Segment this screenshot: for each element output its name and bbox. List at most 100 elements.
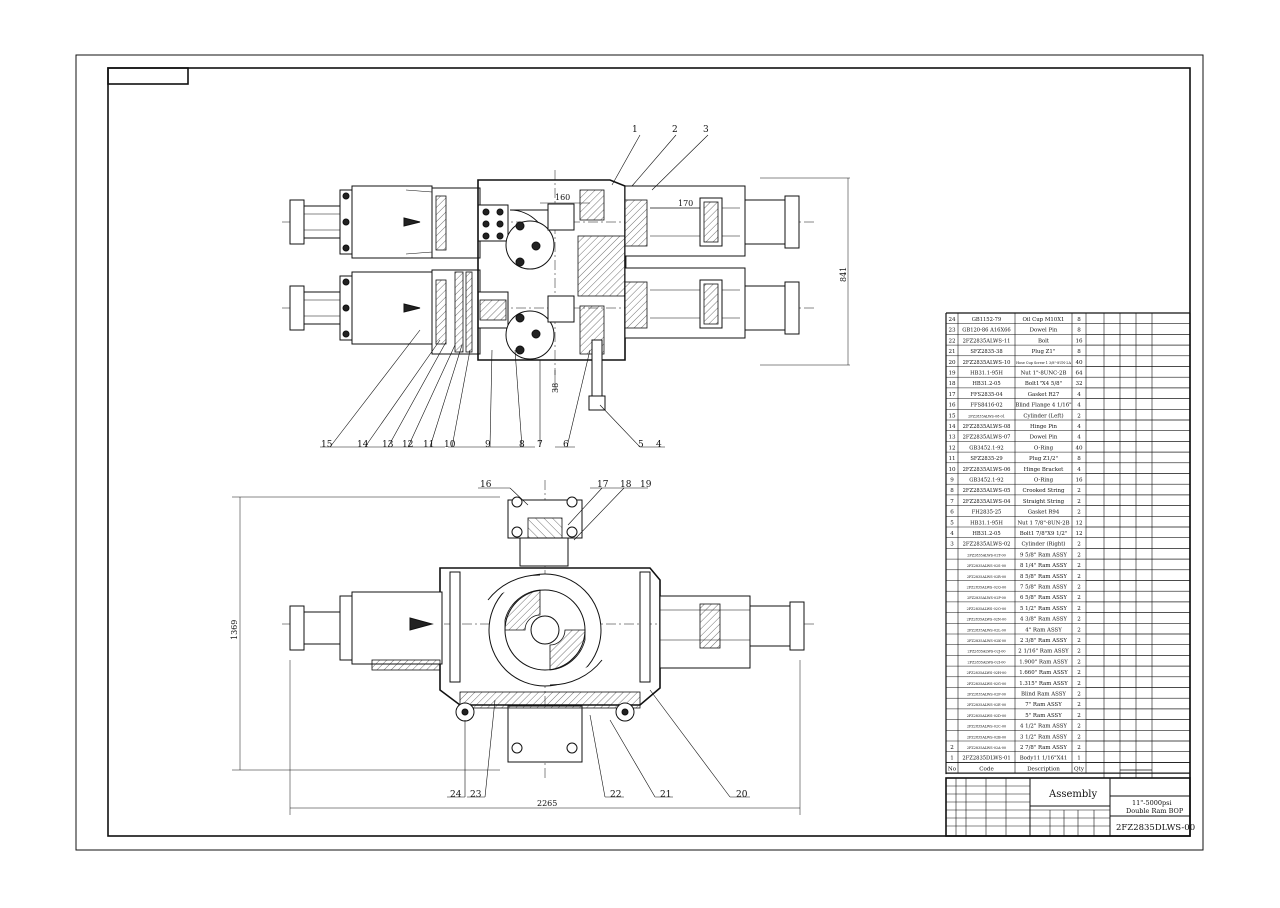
left-upper-cylinder [289, 185, 433, 259]
bom-row-qty: 2 [1077, 681, 1081, 687]
bom-row-code: 2FZ2835ALWS-02P-00 [967, 596, 1006, 600]
bom-row-no: 6 [950, 510, 954, 516]
left-lower-cylinder [289, 271, 433, 345]
bom-row-qty: 8 [1077, 317, 1081, 323]
bom-row-description: Gasket R94 [1028, 510, 1060, 516]
bom-header-no: No [948, 766, 957, 772]
callout-18: 18 [620, 480, 632, 490]
bom-row-description: 8 1/4" Ram ASSY [1020, 563, 1067, 569]
bom-row-qty: 2 [1077, 713, 1081, 719]
bom-row-code: FH2835-25 [972, 510, 1002, 516]
bom-row-code: 2FZ2835ALWS-08-01 [968, 414, 1005, 418]
bom-row-no: 17 [948, 392, 956, 398]
bom-row-qty: 4 [1077, 424, 1081, 430]
top-leaders [320, 134, 709, 448]
bom-row-description: Bolt [1038, 338, 1050, 344]
dim-841: 841 [839, 267, 848, 282]
bom-row-qty: 2 [1077, 542, 1081, 548]
bom-row-qty: 8 [1077, 349, 1081, 355]
bom-row-code: 2FZ2835ALWS-02H-00 [967, 671, 1007, 675]
bom-row-code: 2FZ2835ALWS-02I-00 [967, 660, 1005, 664]
callout-12: 12 [402, 440, 413, 450]
bom-row-qty: 2 [1077, 692, 1081, 698]
bom-row-description: Body11 1/16"X41 [1020, 756, 1068, 762]
bom-row-description: 5" Ram ASSY [1025, 713, 1062, 719]
bom-row-no: 12 [948, 445, 956, 451]
bom-row-code: FFS2835-04 [970, 392, 1003, 398]
bom-row-no: 23 [948, 328, 956, 334]
spec-line-1: 11"-5000psi [1132, 799, 1172, 807]
bom-row-code: 2FZ2835ALWS-02F-00 [967, 693, 1006, 697]
bom-row-code: 2FZ2835ALWS-02T-00 [967, 553, 1006, 557]
bom-row-code: 2FZ2835DLWS-01 [962, 756, 1010, 762]
title-block: Assembly 11"-5000psi Double Ram BOP 2FZ2… [945, 777, 1195, 837]
callout-24: 24 [450, 790, 462, 800]
callout-8: 8 [519, 440, 525, 450]
bom-row-code: 2FZ2835ALWS-02N-00 [967, 618, 1007, 622]
bom-row-no: 24 [948, 317, 956, 323]
bom-row-no: 5 [950, 520, 954, 526]
bom-row-description: Cylinder (Right) [1021, 541, 1065, 548]
callout-10: 10 [444, 440, 456, 450]
bom-row-description: 2 1/16" Ram ASSY [1018, 649, 1069, 655]
bom-row-no: 4 [950, 531, 954, 537]
bom-row-qty: 2 [1077, 745, 1081, 751]
bom-row-description: O-Ring [1034, 445, 1054, 451]
bom-row-description: 9 5/8" Ram ASSY [1020, 552, 1067, 558]
callout-2: 2 [672, 125, 678, 135]
bom-row-no: 10 [948, 467, 956, 473]
bom-row-description: 4 1/2" Ram ASSY [1020, 724, 1067, 730]
bom-row-no: 18 [948, 381, 956, 387]
bom-row-code: 2FZ2835ALWS-10 [963, 360, 1011, 366]
bom-row-qty: 2 [1077, 413, 1081, 419]
bom-row-description: Blind Flange 4 1/16" [1015, 403, 1071, 409]
bom-row-qty: 2 [1077, 563, 1081, 569]
bom-row-qty: 4 [1077, 467, 1081, 473]
bom-header-description: Description [1027, 766, 1060, 772]
callout-5: 5 [638, 440, 644, 450]
bom-row-code: 2FZ2835ALWS-02 [963, 542, 1011, 548]
bom-row-description: Dowel Pin [1030, 328, 1058, 334]
bom-row-description: 7 5/8" Ram ASSY [1020, 585, 1067, 591]
bom-row-description: 2 3/8" Ram ASSY [1020, 638, 1067, 644]
bom-row-no: 9 [950, 478, 954, 484]
bom-row-code: HB31.1-95H [970, 371, 1003, 377]
callout-1: 1 [632, 125, 638, 135]
callout-3: 3 [703, 125, 709, 135]
callout-4: 4 [656, 440, 662, 450]
bom-row-code: 2FZ2835ALWS-11 [963, 338, 1011, 344]
bom-row-qty: 40 [1075, 445, 1083, 451]
bom-row-qty: 16 [1075, 478, 1083, 484]
bom-row-code: SFZ2835-38 [970, 349, 1002, 355]
dim-160: 160 [555, 193, 570, 202]
bom-row-description: 4 3/8" Ram ASSY [1020, 617, 1067, 623]
bom-row-code: 2FZ2835ALWS-02O-00 [967, 607, 1007, 611]
bom-row-code: 2FZ2835ALWS-02Q-00 [967, 586, 1007, 590]
top-callout-labels: 1 2 3 4 5 6 7 8 9 10 11 12 13 14 15 [321, 125, 709, 450]
callout-11: 11 [423, 440, 434, 450]
bom-row-code: HB31.2-05 [972, 381, 1000, 387]
bom-row-qty: 64 [1075, 371, 1083, 377]
bottom-dimensions: 1369 2265 [230, 496, 801, 815]
bom-row-no: 21 [948, 349, 955, 355]
bom-row-code: 2FZ2835ALWS-02C-00 [967, 725, 1006, 729]
bom-row-code: GB120-86 A16X66 [962, 328, 1011, 334]
bom-row-description: 5 1/2" Ram ASSY [1020, 606, 1067, 612]
bom-row-code: 2FZ2835ALWS-02J-00 [967, 650, 1005, 654]
bom-row-description: 4" Ram ASSY [1025, 627, 1062, 633]
bom-row-code: 2FZ2835ALWS-07 [963, 435, 1011, 441]
bom-row-qty: 2 [1077, 585, 1081, 591]
bom-row-no: 16 [948, 403, 956, 409]
bom-row-no: 3 [950, 542, 954, 548]
bom-row-description: Oil Cup M10X1 [1023, 317, 1065, 323]
bom-row-description: 2 7/8" Ram ASSY [1020, 745, 1067, 751]
bom-row-description: O-Ring [1034, 478, 1054, 484]
bom-row-description: 3 1/2" Ram ASSY [1020, 734, 1067, 740]
bom-row-no: 19 [948, 371, 956, 377]
bom-row-description: 1.315" Ram ASSY [1019, 681, 1068, 687]
dim-1369: 1369 [230, 620, 239, 640]
bom-row-no: 8 [950, 488, 954, 494]
bom-row-description: Nut 1"-8UNC-2B [1021, 371, 1067, 377]
bom-row-description: Gasket R27 [1028, 392, 1060, 398]
